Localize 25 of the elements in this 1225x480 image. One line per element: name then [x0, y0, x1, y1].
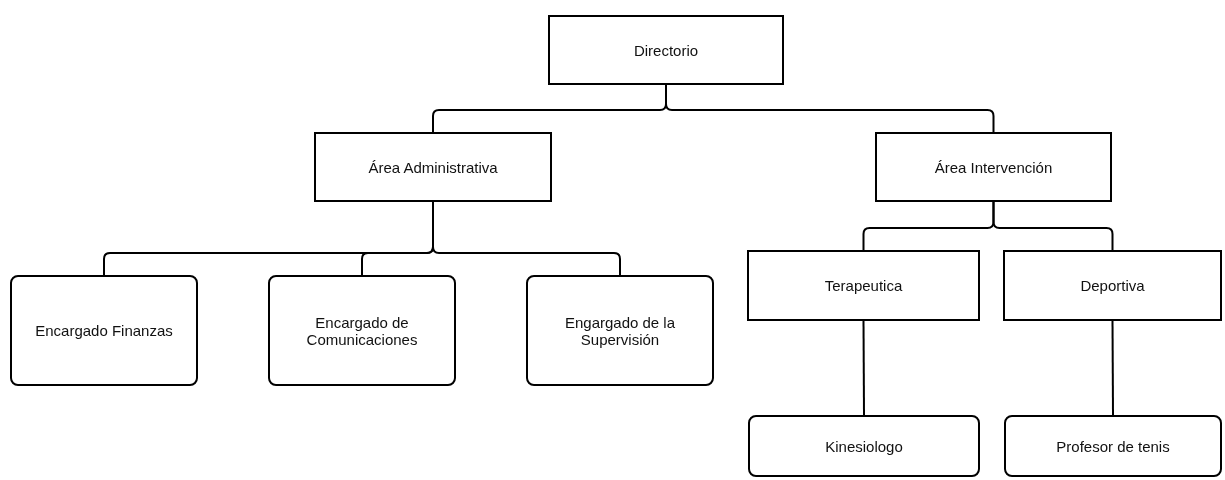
org-box	[1004, 415, 1222, 477]
org-box	[875, 132, 1112, 202]
connector-line	[862, 320, 865, 416]
node-label: Área Administrativa	[367, 158, 499, 176]
connector-line	[432, 201, 621, 276]
org-box	[548, 15, 784, 85]
org-box	[268, 275, 456, 386]
org-box	[10, 275, 198, 386]
node-label: Kinesiologo	[824, 437, 904, 455]
connector-line	[665, 84, 995, 133]
org-box	[526, 275, 714, 386]
node-label: Terapeutica	[823, 277, 904, 294]
node-label: Área Intervención	[933, 158, 1054, 176]
org-box	[1003, 250, 1222, 321]
node-label: Encargado Finanzas	[34, 322, 174, 339]
org-box	[747, 250, 980, 321]
node-label: Deportiva	[1079, 277, 1146, 294]
node-label: Profesor de tenis	[1055, 437, 1171, 455]
node-label: Directorio	[632, 41, 700, 59]
org-box	[748, 415, 980, 477]
connector-line	[992, 201, 1114, 251]
connector-line	[1111, 320, 1114, 416]
node-label: Encargado de Comunicaciones	[305, 313, 419, 348]
org-box	[314, 132, 552, 202]
node-label: Engargado de la Supervisión	[563, 313, 677, 348]
